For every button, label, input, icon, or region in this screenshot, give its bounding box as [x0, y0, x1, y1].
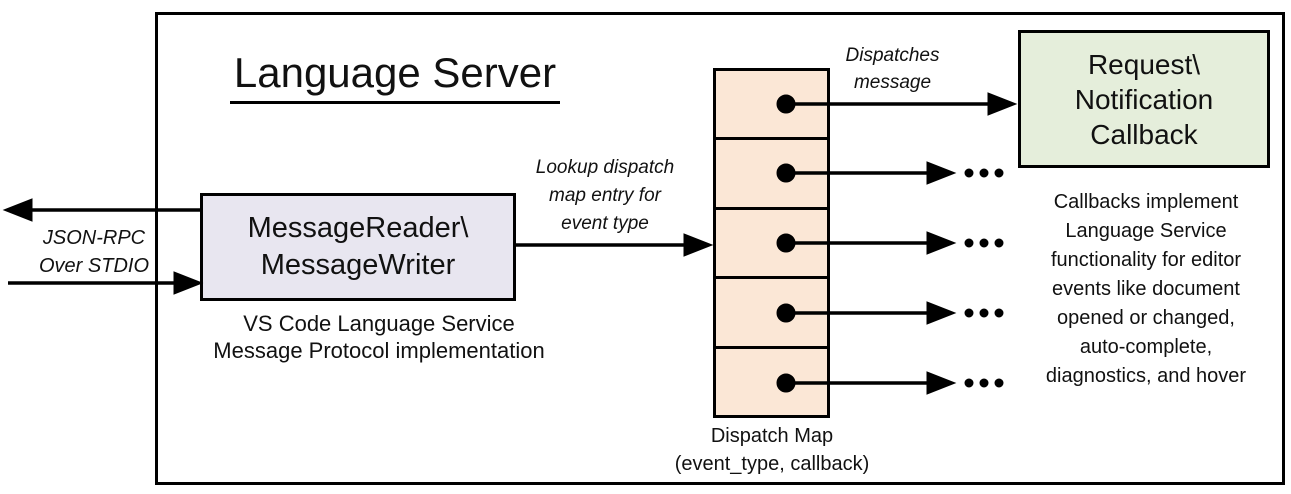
diagram-title: Language Server	[228, 49, 562, 105]
dispatch-map-stack	[713, 68, 830, 418]
language-server-boundary-box	[155, 12, 1285, 485]
dispatch-map-slot	[716, 137, 827, 206]
reader-writer-caption: VS Code Language Service Message Protoco…	[213, 311, 545, 363]
message-reader-writer-label: MessageReader\ MessageWriter	[247, 212, 469, 281]
message-reader-writer-box: MessageReader\ MessageWriter	[200, 193, 516, 301]
dispatches-message-label: Dispatches message	[845, 45, 940, 93]
lookup-dispatch-label: Lookup dispatch map entry for event type	[535, 157, 675, 234]
diagram-title-text: Language Server	[229, 49, 561, 105]
dispatch-map-slot	[716, 345, 827, 415]
dispatch-map-caption: Dispatch Map (event_type, callback)	[674, 425, 870, 475]
dispatch-map-slot	[716, 206, 827, 276]
request-notification-callback-box: Request\ Notification Callback	[1018, 30, 1270, 168]
dispatch-map-slot	[716, 276, 827, 345]
callbacks-description: Callbacks implement Language Service fun…	[1045, 191, 1247, 387]
request-notification-callback-label: Request\ Notification Callback	[1074, 48, 1214, 150]
json-rpc-stdio-label: JSON-RPC Over STDIO	[38, 227, 149, 277]
